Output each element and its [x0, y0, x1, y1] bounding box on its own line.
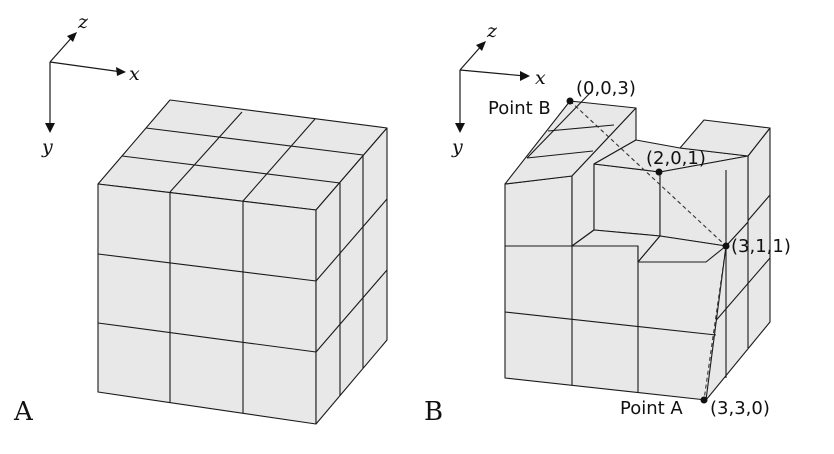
point-mid-coords: (2,0,1)	[646, 148, 706, 169]
axes-b: x y z	[451, 20, 546, 158]
x-axis-label-a: x	[129, 63, 140, 85]
panel-label-a: A	[13, 397, 34, 427]
y-arrow-a	[45, 123, 55, 133]
point-a-coords: (3,3,0)	[710, 398, 770, 419]
panel-label-b: B	[424, 397, 443, 427]
point-mid-marker	[655, 168, 663, 176]
point-corner-marker	[722, 242, 730, 250]
point-a-marker	[700, 396, 708, 404]
z-axis-label-b: z	[486, 20, 498, 42]
panel-b: x y z	[424, 20, 791, 427]
z-axis-label-a: z	[77, 11, 89, 33]
diagonal-corner-to-a	[703, 245, 727, 401]
point-b-marker	[566, 97, 574, 105]
cube-b-front-face	[504, 245, 727, 401]
diagonal-b-to-corner	[569, 100, 727, 247]
cube-b-right-tower-top	[679, 119, 771, 157]
x-axis-b	[459, 69, 526, 77]
z-axis-b	[459, 43, 484, 71]
y-axis-label-b: y	[451, 136, 463, 158]
axes-a: x y z	[41, 11, 140, 158]
point-b-name: Point B	[488, 98, 551, 119]
y-arrow-b	[455, 123, 465, 133]
y-axis-label-a: y	[41, 136, 53, 158]
x-arrow-b	[520, 71, 530, 81]
point-b-coords: (0,0,3)	[576, 78, 636, 99]
point-corner-coords: (3,1,1)	[731, 236, 791, 257]
panel-a: x y z A	[13, 11, 388, 427]
x-axis-a	[49, 61, 123, 73]
cube-b-right-tower-front	[659, 155, 749, 247]
z-arrow-a	[67, 32, 77, 42]
cube-b-front-upper-left	[504, 175, 573, 247]
cube-a-front-face	[97, 183, 317, 425]
x-axis-label-b: x	[535, 67, 546, 89]
z-arrow-b	[476, 41, 486, 51]
point-a-name: Point A	[620, 398, 683, 419]
z-axis-a	[49, 34, 75, 63]
x-arrow-a	[116, 67, 126, 76]
